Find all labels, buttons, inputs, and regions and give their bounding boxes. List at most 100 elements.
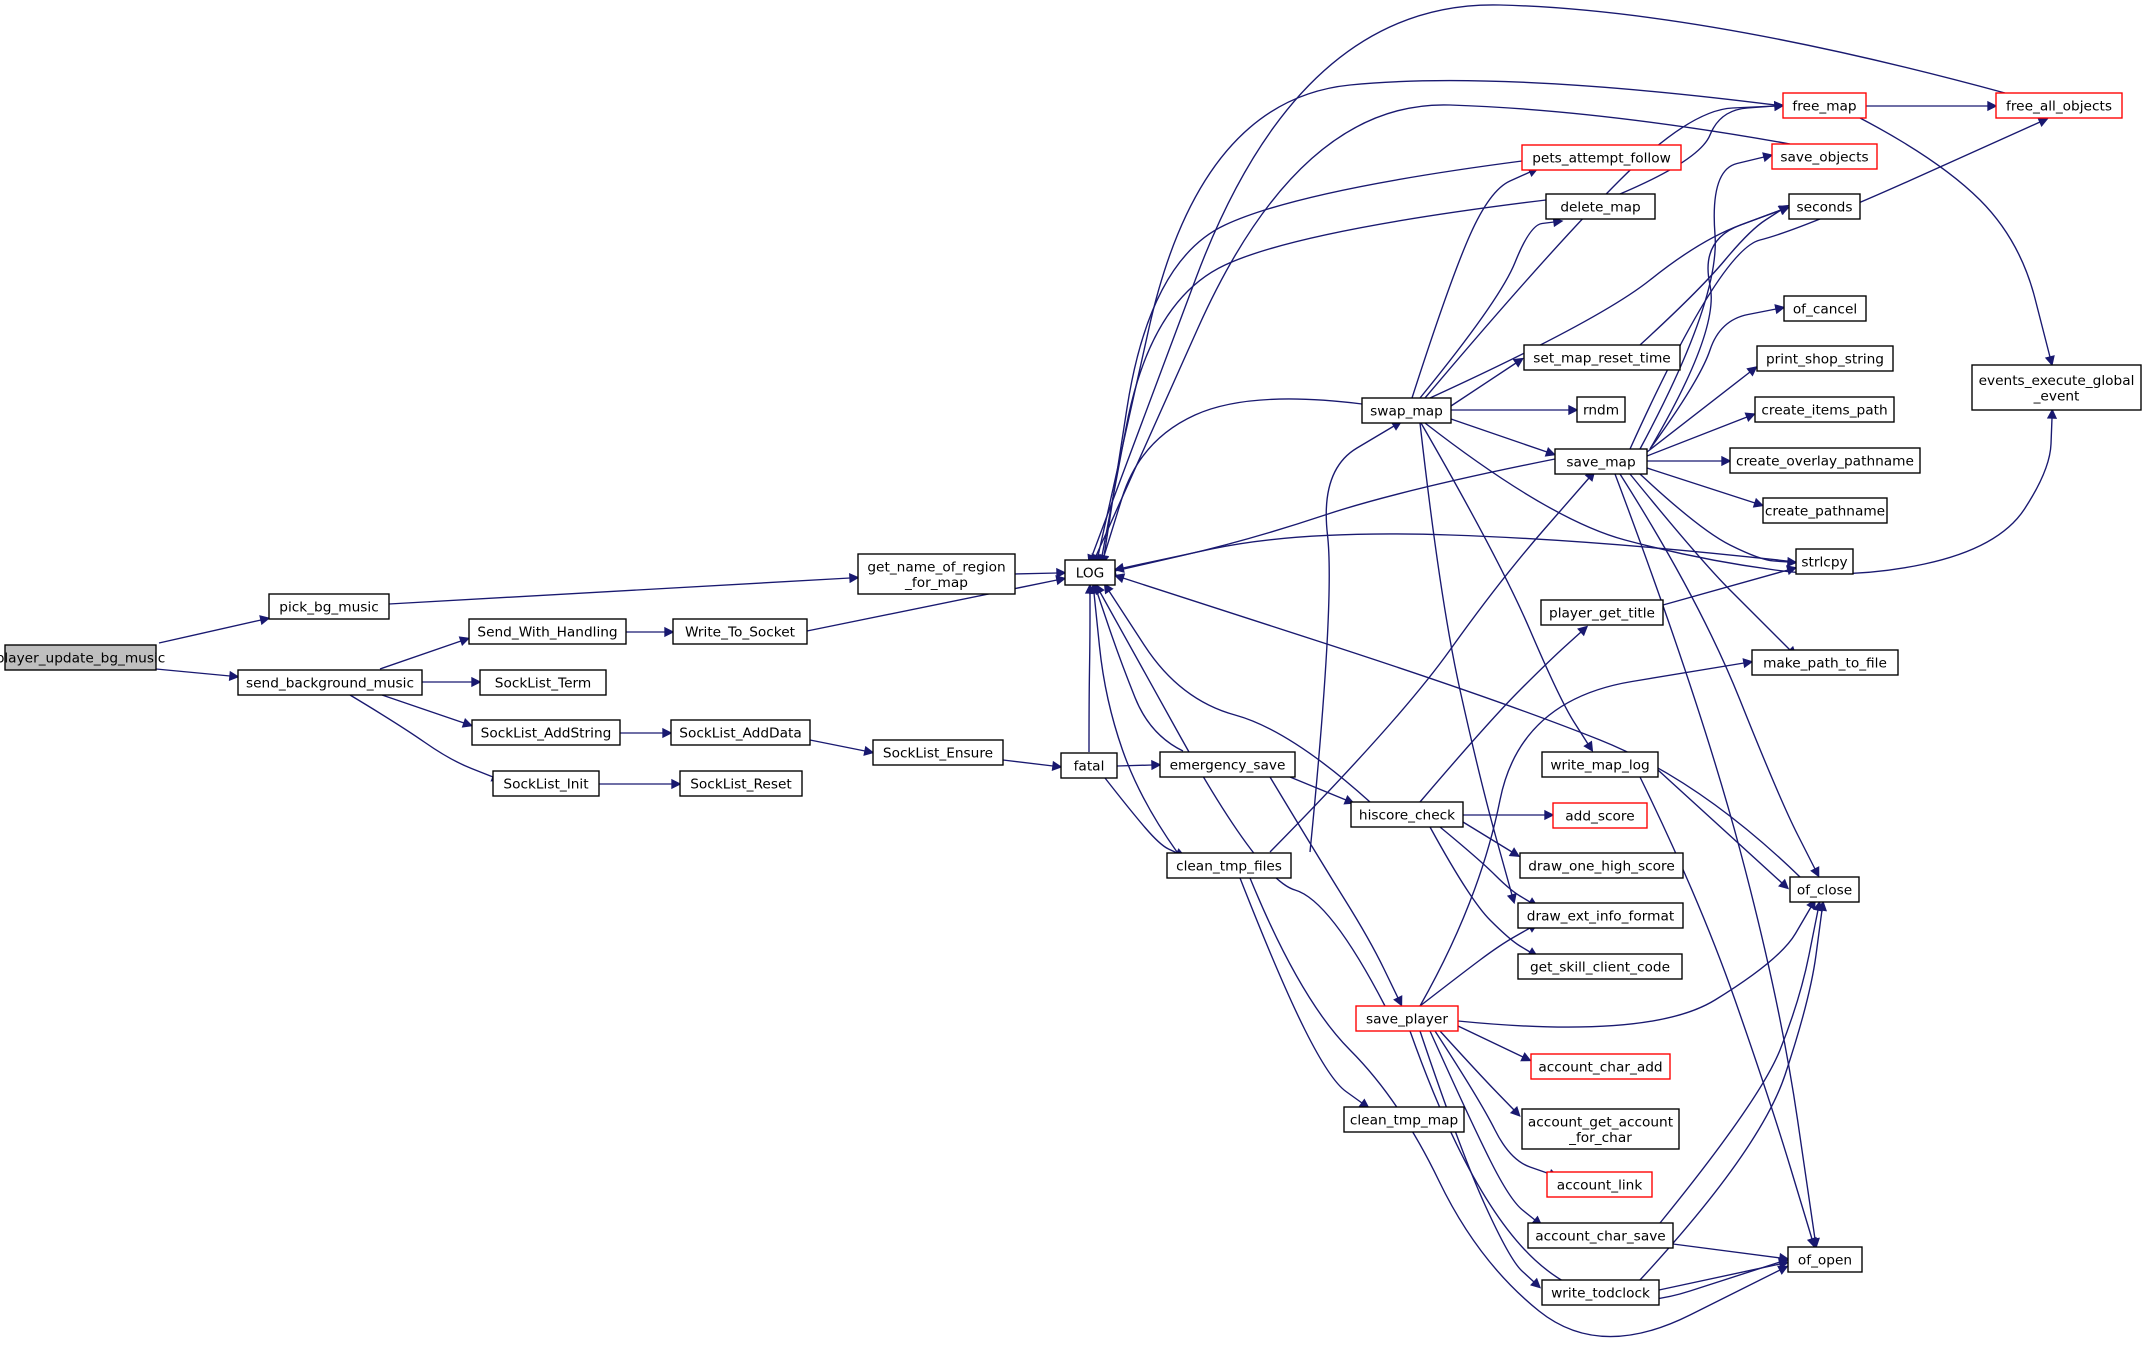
node-make_path_to_file[interactable]: make_path_to_file (1751, 649, 1899, 676)
node-box[interactable] (1795, 548, 1854, 575)
node-box[interactable] (1521, 1108, 1680, 1150)
node-box[interactable] (1530, 1053, 1671, 1080)
node-delete_map[interactable]: delete_map (1545, 193, 1656, 220)
node-box[interactable] (1355, 1005, 1459, 1032)
node-box[interactable] (857, 553, 1016, 595)
node-free_all_objects[interactable]: free_all_objects (1995, 92, 2123, 119)
node-SockList_Reset[interactable]: SockList_Reset (679, 770, 803, 797)
node-box[interactable] (1541, 751, 1659, 778)
node-box[interactable] (1787, 1246, 1863, 1273)
node-box[interactable] (1552, 802, 1648, 829)
node-box[interactable] (1782, 92, 1867, 119)
node-SockList_AddString[interactable]: SockList_AddString (471, 719, 621, 746)
node-LOG[interactable]: LOG (1064, 559, 1116, 586)
node-draw_ext_info_format[interactable]: draw_ext_info_format (1517, 902, 1684, 929)
node-box[interactable] (1783, 295, 1867, 322)
node-box[interactable] (1995, 92, 2123, 119)
node-SockList_Ensure[interactable]: SockList_Ensure (872, 739, 1004, 766)
node-box[interactable] (471, 719, 621, 746)
node-box[interactable] (1527, 1222, 1674, 1249)
node-of_close[interactable]: of_close (1789, 876, 1860, 903)
node-box[interactable] (1159, 751, 1296, 778)
node-box[interactable] (1771, 143, 1878, 170)
node-box[interactable] (1541, 1279, 1660, 1306)
node-box[interactable] (237, 669, 423, 696)
node-Write_To_Socket[interactable]: Write_To_Socket (672, 618, 808, 645)
node-create_overlay_pathname[interactable]: create_overlay_pathname (1729, 447, 1921, 474)
node-account_char_add[interactable]: account_char_add (1530, 1053, 1671, 1080)
node-box[interactable] (670, 719, 811, 746)
node-events_execute_global_event[interactable]: events_execute_global_event (1971, 364, 2142, 411)
node-box[interactable] (1343, 1106, 1465, 1133)
node-save_player[interactable]: save_player (1355, 1005, 1459, 1032)
node-print_shop_string[interactable]: print_shop_string (1756, 345, 1894, 372)
node-box[interactable] (1754, 396, 1895, 423)
node-pets_attempt_follow[interactable]: pets_attempt_follow (1521, 144, 1682, 171)
node-free_map[interactable]: free_map (1782, 92, 1867, 119)
node-get_skill_client_code[interactable]: get_skill_client_code (1517, 953, 1683, 980)
node-account_link[interactable]: account_link (1546, 1171, 1653, 1198)
node-add_score[interactable]: add_score (1552, 802, 1648, 829)
node-set_map_reset_time[interactable]: set_map_reset_time (1523, 344, 1681, 371)
node-fatal[interactable]: fatal (1060, 752, 1118, 779)
node-box[interactable] (1756, 345, 1894, 372)
node-box[interactable] (679, 770, 803, 797)
node-box[interactable] (1060, 752, 1118, 779)
node-box[interactable] (479, 669, 607, 696)
node-swap_map[interactable]: swap_map (1361, 397, 1452, 424)
node-of_cancel[interactable]: of_cancel (1783, 295, 1867, 322)
node-box[interactable] (268, 593, 390, 620)
node-box[interactable] (1789, 876, 1860, 903)
node-SockList_AddData[interactable]: SockList_AddData (670, 719, 811, 746)
node-player_get_title[interactable]: player_get_title (1540, 599, 1664, 626)
node-save_objects[interactable]: save_objects (1771, 143, 1878, 170)
node-hiscore_check[interactable]: hiscore_check (1350, 801, 1464, 828)
node-box[interactable] (872, 739, 1004, 766)
node-box[interactable] (468, 618, 627, 645)
node-box[interactable] (1971, 364, 2142, 411)
node-box[interactable] (1788, 193, 1861, 220)
node-box[interactable] (492, 770, 600, 797)
node-box[interactable] (1576, 396, 1626, 423)
node-strlcpy[interactable]: strlcpy (1795, 548, 1854, 575)
node-box[interactable] (1540, 599, 1664, 626)
node-create_pathname[interactable]: create_pathname (1762, 497, 1888, 524)
node-box[interactable] (1729, 447, 1921, 474)
node-clean_tmp_files[interactable]: clean_tmp_files (1166, 852, 1292, 879)
node-SockList_Init[interactable]: SockList_Init (492, 770, 600, 797)
node-create_items_path[interactable]: create_items_path (1754, 396, 1895, 423)
node-box[interactable] (1545, 193, 1656, 220)
node-box[interactable] (1361, 397, 1452, 424)
node-send_background_music[interactable]: send_background_music (237, 669, 423, 696)
node-pick_bg_music[interactable]: pick_bg_music (268, 593, 390, 620)
node-box[interactable] (1762, 497, 1888, 524)
node-box[interactable] (1350, 801, 1464, 828)
node-emergency_save[interactable]: emergency_save (1159, 751, 1296, 778)
node-box[interactable] (4, 644, 157, 671)
node-box[interactable] (1517, 902, 1684, 929)
node-Send_With_Handling[interactable]: Send_With_Handling (468, 618, 627, 645)
node-write_map_log[interactable]: write_map_log (1541, 751, 1659, 778)
node-box[interactable] (1546, 1171, 1653, 1198)
node-clean_tmp_map[interactable]: clean_tmp_map (1343, 1106, 1465, 1133)
node-box[interactable] (1519, 852, 1684, 879)
node-draw_one_high_score[interactable]: draw_one_high_score (1519, 852, 1684, 879)
node-rndm[interactable]: rndm (1576, 396, 1626, 423)
node-save_map[interactable]: save_map (1554, 448, 1648, 475)
node-box[interactable] (1166, 852, 1292, 879)
node-box[interactable] (1517, 953, 1683, 980)
node-seconds[interactable]: seconds (1788, 193, 1861, 220)
node-box[interactable] (1064, 559, 1116, 586)
node-of_open[interactable]: of_open (1787, 1246, 1863, 1273)
node-account_get_account_for_char[interactable]: account_get_account_for_char (1521, 1108, 1680, 1150)
node-write_todclock[interactable]: write_todclock (1541, 1279, 1660, 1306)
node-SockList_Term[interactable]: SockList_Term (479, 669, 607, 696)
node-box[interactable] (1554, 448, 1648, 475)
node-box[interactable] (672, 618, 808, 645)
node-player_update_bg_music[interactable]: player_update_bg_music (0, 644, 165, 671)
node-box[interactable] (1521, 144, 1682, 171)
node-get_name_of_region_for_map[interactable]: get_name_of_region_for_map (857, 553, 1016, 595)
node-box[interactable] (1751, 649, 1899, 676)
node-box[interactable] (1523, 344, 1681, 371)
node-account_char_save[interactable]: account_char_save (1527, 1222, 1674, 1249)
